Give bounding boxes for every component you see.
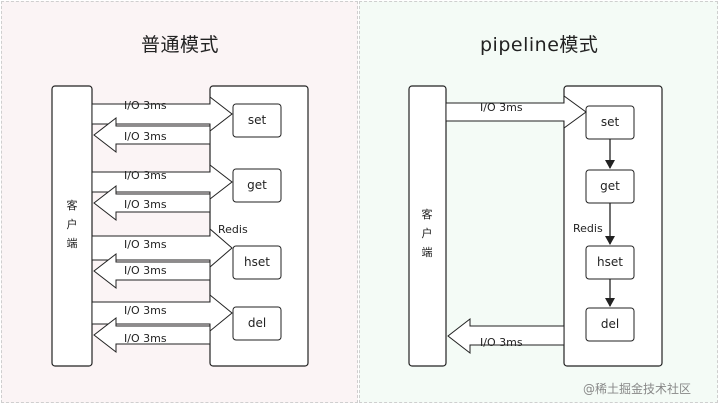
normal-cmd-hset: hset <box>244 255 270 269</box>
normal-client-box <box>51 85 93 367</box>
normal-io-label-5: I/O 3ms <box>124 238 167 251</box>
pipeline-io-label-request: I/O 3ms <box>480 101 523 114</box>
normal-cmd-box-del <box>232 306 282 341</box>
normal-cmd-box-hset <box>232 245 282 280</box>
pipeline-cmd-get: get <box>600 179 620 193</box>
normal-io-label-2: I/O 3ms <box>124 130 167 143</box>
pipeline-io-label-response: I/O 3ms <box>480 336 523 349</box>
normal-io-label-1: I/O 3ms <box>124 99 167 112</box>
normal-io-label-3: I/O 3ms <box>124 169 167 182</box>
normal-io-label-6: I/O 3ms <box>124 264 167 277</box>
pipeline-response-arrow <box>447 317 565 355</box>
normal-response-arrow-3 <box>93 252 211 290</box>
normal-cmd-del: del <box>247 316 267 330</box>
normal-redis-label: Redis <box>218 223 248 236</box>
normal-cmd-box-set <box>232 103 282 138</box>
pipeline-redis-label: Redis <box>573 222 603 235</box>
pipeline-cmd-set: set <box>600 115 620 129</box>
normal-response-arrow-1 <box>93 116 211 154</box>
normal-client-label: 客户端 <box>66 199 78 250</box>
pipeline-client-label: 客户端 <box>421 208 433 259</box>
normal-response-arrow-4 <box>93 316 211 354</box>
normal-cmd-get: get <box>247 178 267 192</box>
normal-io-label-8: I/O 3ms <box>124 332 167 345</box>
normal-mode-title: 普通模式 <box>141 34 220 56</box>
normal-response-arrow-2 <box>93 184 211 222</box>
normal-cmd-box-get <box>232 168 282 203</box>
pipeline-mode-title: pipeline模式 <box>480 34 599 56</box>
pipeline-cmd-box-del <box>585 307 635 342</box>
pipeline-cmd-hset: hset <box>597 255 623 269</box>
pipeline-request-arrow <box>445 95 587 129</box>
normal-io-label-4: I/O 3ms <box>124 198 167 211</box>
normal-redis-box <box>209 85 309 367</box>
normal-cmd-set: set <box>247 113 267 127</box>
pipeline-cmd-del: del <box>600 317 620 331</box>
pipeline-redis-box <box>563 85 663 367</box>
pipeline-client-box <box>408 85 447 367</box>
normal-io-label-7: I/O 3ms <box>124 304 167 317</box>
watermark: @稀土掘金技术社区 <box>583 382 692 396</box>
